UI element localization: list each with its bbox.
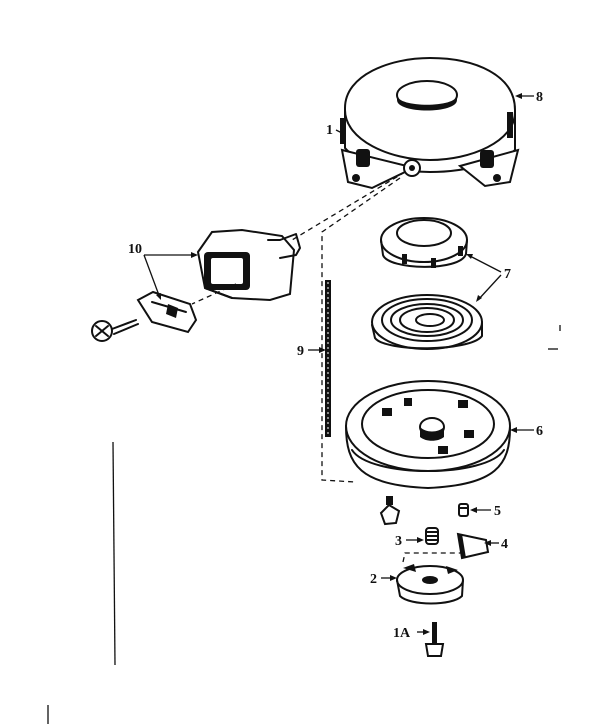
leader-lines	[143, 93, 534, 635]
scan-marks	[47, 325, 561, 724]
pawl-4	[456, 532, 490, 560]
starter-handle	[196, 228, 301, 302]
cam-dog-2	[396, 564, 464, 605]
label-part-5: 5	[494, 504, 501, 519]
label-part-2: 2	[370, 572, 377, 587]
retainer-screw	[379, 496, 401, 526]
spring-cup	[380, 217, 468, 268]
starter-rope	[325, 280, 331, 437]
center-screw-1a	[424, 622, 445, 657]
recoil-spring	[371, 294, 483, 350]
label-part-6: 6	[536, 424, 543, 439]
label-part-7: 7	[504, 267, 511, 282]
spring-3	[425, 527, 439, 545]
pawl-screw-5	[458, 503, 469, 517]
starter-housing	[340, 56, 520, 190]
pulley	[345, 380, 511, 489]
label-part-3: 3	[395, 534, 402, 549]
assembly-guides	[191, 171, 406, 483]
label-part-4: 4	[501, 537, 508, 552]
label-part-1: 1	[326, 123, 333, 138]
label-part-8: 8	[536, 90, 543, 105]
handle-insert	[136, 290, 198, 334]
label-part-1a: 1A	[393, 626, 411, 641]
assembly-bracket	[402, 552, 462, 563]
label-part-9: 9	[297, 344, 304, 359]
handle-screw	[91, 319, 139, 342]
label-part-10: 10	[128, 242, 142, 257]
